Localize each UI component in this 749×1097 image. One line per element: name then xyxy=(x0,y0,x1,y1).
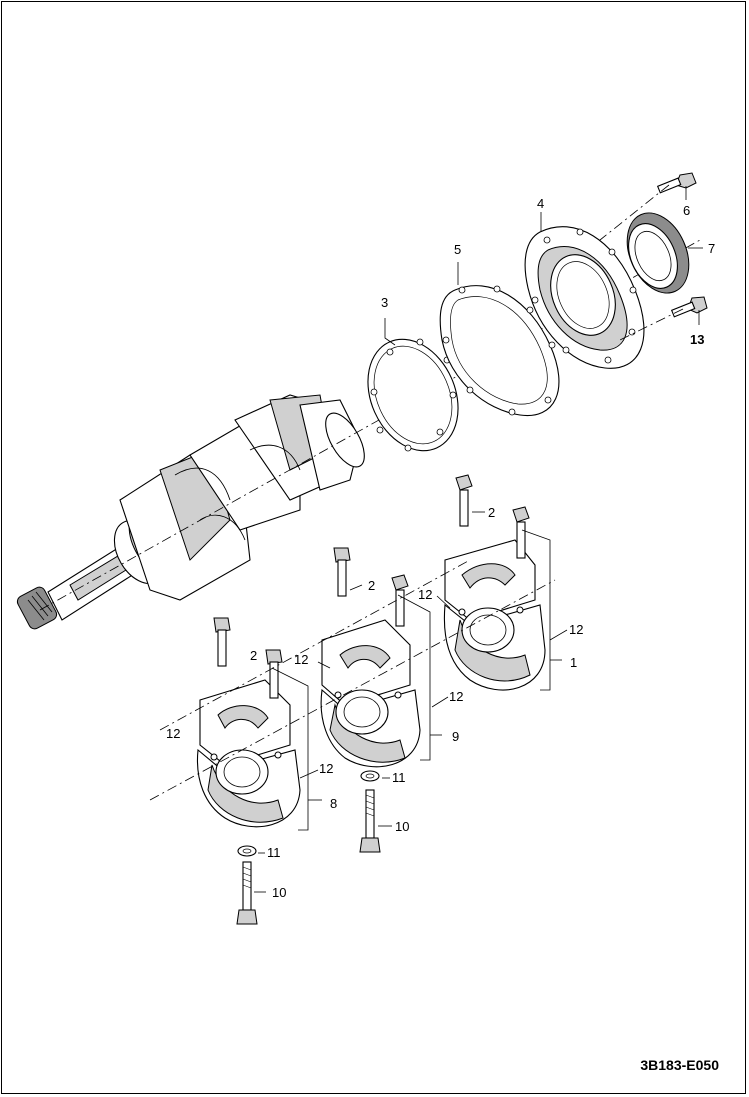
callout-1: 1 xyxy=(570,655,577,670)
callout-12: 12 xyxy=(294,652,308,667)
callout-6: 6 xyxy=(683,203,690,218)
callout-labels: 1 2 2 2 3 4 5 6 7 8 9 10 10 11 11 12 12 … xyxy=(166,196,715,900)
callout-3: 3 xyxy=(381,295,388,310)
washer-11-left xyxy=(237,845,257,857)
oil-seal-7 xyxy=(626,212,690,294)
bolt-2-middle xyxy=(333,547,409,627)
callout-9: 9 xyxy=(452,729,459,744)
callout-12: 12 xyxy=(166,726,180,741)
callout-4: 4 xyxy=(537,196,544,211)
callout-2: 2 xyxy=(250,648,257,663)
callout-2: 2 xyxy=(368,578,375,593)
main-bearing-8 xyxy=(196,679,301,828)
callout-8: 8 xyxy=(330,796,337,811)
upper-leaders xyxy=(384,184,703,346)
bearing-leaders xyxy=(254,511,568,893)
diagram-code: 3B183-E050 xyxy=(640,1057,719,1073)
callout-12: 12 xyxy=(449,689,463,704)
callout-10: 10 xyxy=(395,819,409,834)
washer-11-middle xyxy=(360,770,380,782)
callout-12: 12 xyxy=(418,587,432,602)
callout-12: 12 xyxy=(319,761,333,776)
callout-5: 5 xyxy=(454,242,461,257)
callout-7: 7 xyxy=(708,241,715,256)
callout-11: 11 xyxy=(392,770,406,785)
main-bearing-1 xyxy=(443,539,546,691)
crankshaft xyxy=(16,394,365,630)
callout-13: 13 xyxy=(690,332,704,347)
callout-2: 2 xyxy=(488,505,495,520)
callout-10: 10 xyxy=(272,885,286,900)
main-bearing-9 xyxy=(320,619,421,768)
bolt-10-middle xyxy=(359,789,381,853)
callout-12: 12 xyxy=(569,622,583,637)
bolt-10-left xyxy=(236,861,258,925)
callout-11: 11 xyxy=(267,845,281,860)
bolt-6 xyxy=(656,172,697,194)
bolt-2-right xyxy=(455,474,530,559)
gasket-3 xyxy=(367,338,459,452)
seal-retainer-4 xyxy=(524,226,645,369)
gasket-5 xyxy=(439,285,560,417)
bolt-left-pair xyxy=(213,617,283,699)
bolt-13 xyxy=(670,296,708,318)
